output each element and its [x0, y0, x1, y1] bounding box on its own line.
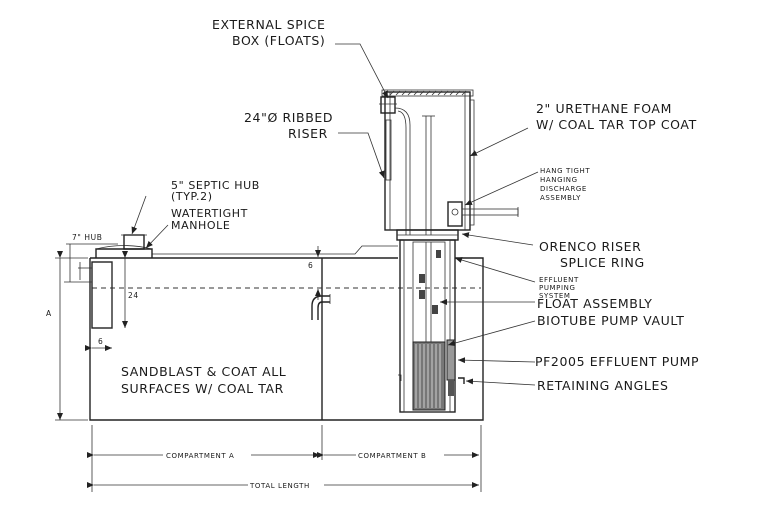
- urethane-foam-line-2: W/ COAL TAR TOP COAT: [536, 117, 697, 132]
- effluent-pumping-system: [425, 242, 432, 342]
- septic-hub-line-1: 5" SEPTIC HUB: [171, 179, 260, 192]
- external-splice-box: [379, 96, 411, 235]
- sandblast-note-line-2: SURFACES W/ COAL TAR: [121, 381, 284, 396]
- compartment-a-gap: [163, 450, 251, 460]
- height-dimension: A: [46, 309, 52, 318]
- watertight-manhole-line-2: MANHOLE: [171, 219, 230, 232]
- biotube-vault-label: BIOTUBE PUMP VAULT: [537, 313, 684, 328]
- urethane-foam: [470, 99, 475, 226]
- riser-splice-ring-line-2: SPLICE RING: [560, 255, 645, 270]
- hang-tight-line-2: HANGING: [540, 176, 578, 184]
- total-length-dimension: TOTAL LENGTH: [249, 482, 310, 490]
- effluent-pump: [446, 339, 456, 396]
- external-splice-box-line-1: EXTERNAL SPICE: [212, 17, 325, 32]
- float-assembly-label: FLOAT ASSEMBLY: [537, 296, 653, 311]
- effluent-pumping-line-2: PUMPING: [539, 284, 576, 292]
- compartment-b-dimension: COMPARTMENT B: [358, 452, 426, 460]
- retaining-angles-label: RETAINING ANGLES: [537, 378, 669, 393]
- six-left-dimension: 6: [98, 337, 103, 346]
- ribbed-riser-line-1: 24"Ø RIBBED: [244, 110, 333, 125]
- retaining-angles: [458, 377, 465, 384]
- compartment-a-dimension: COMPARTMENT A: [166, 452, 234, 460]
- septic-hub: [121, 234, 147, 250]
- riser-splice-ring-line-1: ORENCO RISER: [539, 239, 641, 254]
- six-top-dimension: 6: [308, 261, 313, 270]
- effluent-pump-label: PF2005 EFFLUENT PUMP: [535, 354, 699, 369]
- hub-dimension: 7" HUB: [72, 233, 102, 242]
- ribbed-riser-line-2: RISER: [288, 126, 328, 141]
- hang-tight-line-1: HANG TIGHT: [540, 167, 590, 175]
- biotube-pump-vault: [399, 239, 456, 413]
- float-assembly: [419, 250, 441, 314]
- tick-mark: [398, 374, 402, 381]
- septic-hub-line-2: (TYP.2): [171, 190, 213, 203]
- sandblast-note-line-1: SANDBLAST & COAT ALL: [121, 364, 286, 379]
- tank-body: [89, 245, 484, 421]
- effluent-pumping-line-1: EFFLUENT: [539, 276, 579, 284]
- dimension-labels: 7" HUB 6 24 6 A COMPARTMENT A COMPARTMEN…: [46, 233, 444, 490]
- watertight-manhole-line-1: WATERTIGHT: [171, 207, 248, 220]
- hang-tight-line-4: ASSEMBLY: [540, 194, 581, 202]
- urethane-foam-line-1: 2" URETHANE FOAM: [536, 101, 672, 116]
- twenty-four-dimension: 24: [128, 291, 139, 300]
- septic-hub-label: 5" SEPTIC HUB(TYP.2): [171, 179, 260, 203]
- hang-tight-line-3: DISCHARGE: [540, 185, 587, 193]
- hang-tight-discharge-assembly: [447, 201, 519, 227]
- leader-lines: [131, 43, 539, 386]
- total-length-gap: [248, 480, 324, 490]
- sandblast-note: SANDBLAST & COAT ALL SURFACES W/ COAL TAR: [121, 364, 286, 396]
- external-splice-box-line-2: BOX (FLOATS): [232, 33, 325, 48]
- effluent-pumping-line-3: SYSTEM: [539, 292, 571, 300]
- discharge-pipe: [385, 115, 435, 235]
- compartment-b-gap: [356, 450, 444, 460]
- outlet-elbow: [311, 294, 331, 320]
